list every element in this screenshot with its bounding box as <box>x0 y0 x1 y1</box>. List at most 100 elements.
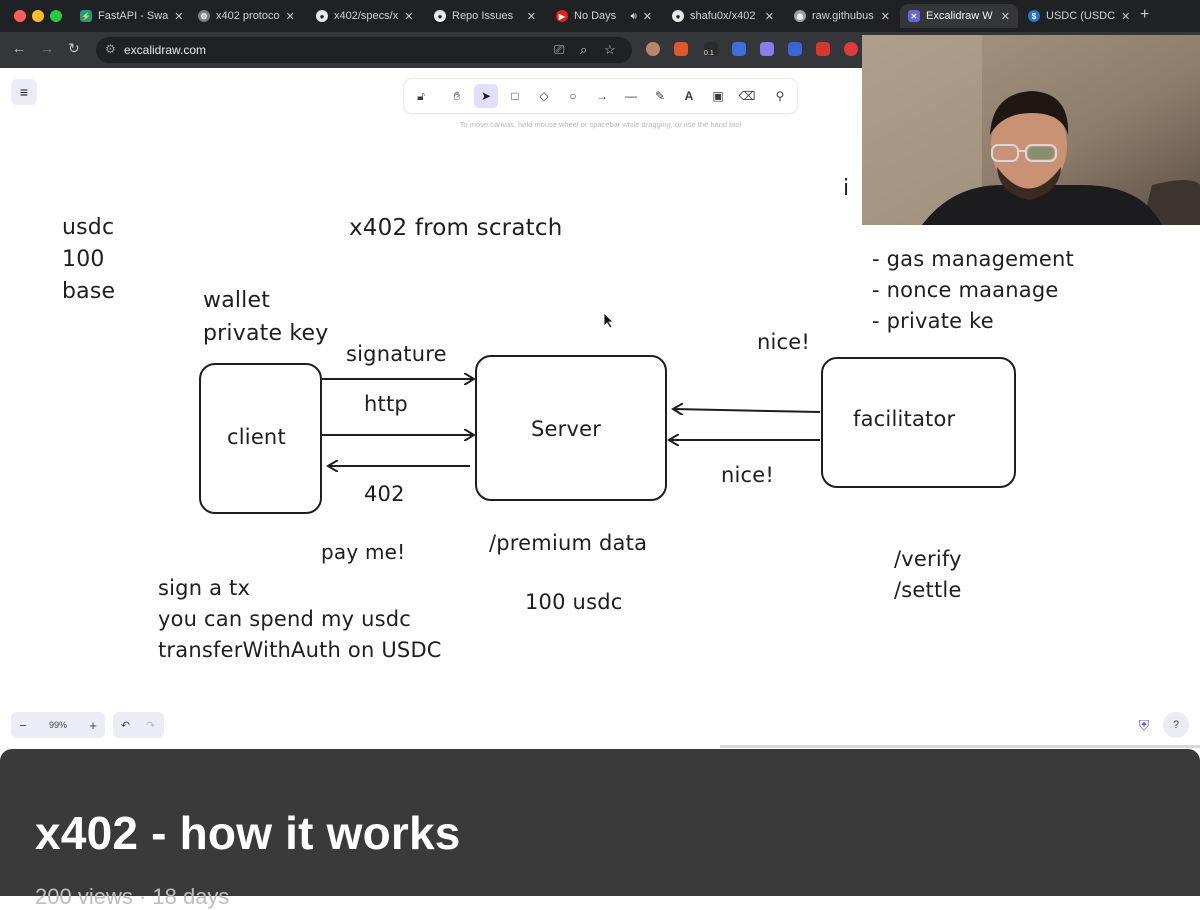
hand-tool-icon[interactable]: ✋︎ <box>453 88 461 103</box>
forward-arrow-icon[interactable]: → <box>40 40 54 56</box>
zoom-out-button[interactable]: − <box>19 717 27 733</box>
nice-top-label: nice! <box>757 330 811 354</box>
undo-icon[interactable]: ↶ <box>120 719 131 732</box>
webcam-overlay <box>862 35 1200 225</box>
canvas-title: x402 from scratch <box>349 215 563 241</box>
line-tool-icon[interactable]: — <box>625 89 637 103</box>
browser-tab-3[interactable]: ● Repo Issues ✕ <box>426 4 544 28</box>
rectangle-tool-icon[interactable]: □ <box>511 89 519 103</box>
youtube-icon: ▶ <box>556 10 568 22</box>
facilitator-top-arrow <box>673 409 821 412</box>
tab-close-icon[interactable]: ✕ <box>1121 10 1131 23</box>
back-arrow-icon[interactable]: ← <box>12 40 26 56</box>
presenter-video-image <box>862 35 1200 225</box>
zoom-in-button[interactable]: + <box>89 717 97 733</box>
help-icon[interactable]: ? <box>1163 712 1189 738</box>
tab-close-icon[interactable]: ✕ <box>1000 10 1010 23</box>
hamburger-menu-icon[interactable]: ≡ <box>11 79 37 105</box>
client-box[interactable]: client <box>199 363 322 514</box>
video-meta: 200 views · 18 days <box>35 884 230 909</box>
browser-tab-0[interactable]: ⚡ FastAPI - Swa ✕ <box>80 10 184 23</box>
http-label: http <box>364 392 408 416</box>
extension-fox-icon[interactable] <box>674 42 688 56</box>
extension-ghost-icon[interactable] <box>760 42 774 56</box>
tab-close-icon[interactable]: ✕ <box>404 10 414 23</box>
facilitator-box[interactable]: facilitator <box>821 357 1016 488</box>
ellipse-tool-icon[interactable]: ○ <box>569 89 577 103</box>
browser-tab-4[interactable]: ▶ No Days 🔊︎ ✕ <box>548 4 660 28</box>
usdc-amount-label: 100 usdc <box>525 590 623 614</box>
video-info-panel <box>0 749 1200 896</box>
bookmark-star-icon[interactable]: ☆ <box>604 42 616 57</box>
tab-close-icon[interactable]: ✕ <box>174 10 184 23</box>
usdc-note: usdc 100 base <box>62 215 116 304</box>
browser-tab-8[interactable]: $ USDC (USDC ✕ <box>1020 4 1132 28</box>
sign-tx-notes: sign a tx you can spend my usdc transfer… <box>158 576 442 662</box>
cast-icon[interactable]: ⎚ <box>554 42 565 57</box>
arrows-layer <box>321 312 821 748</box>
redo-icon[interactable]: ↷ <box>145 719 156 732</box>
minimize-window-button[interactable] <box>32 10 44 22</box>
lock-icon[interactable]: 🔓︎ <box>417 88 425 103</box>
new-tab-button[interactable]: + <box>1140 6 1150 23</box>
extension-hand-icon[interactable] <box>844 42 858 56</box>
browser-tab-5[interactable]: ● shafu0x/x402 ✕ <box>664 4 782 28</box>
github-icon: ● <box>316 10 328 22</box>
server-box[interactable]: Server <box>475 355 667 501</box>
extension-avatar-icon[interactable] <box>646 42 660 56</box>
browser-tab-6[interactable]: ◍ raw.githubus ✕ <box>786 4 898 28</box>
tab-close-icon[interactable]: ✕ <box>764 10 774 23</box>
video-title: x402 - how it works <box>35 807 461 859</box>
globe-icon: ◍ <box>794 10 806 22</box>
maximize-window-button[interactable] <box>50 10 62 22</box>
facilitator-endpoints: /verify /settle <box>894 547 962 602</box>
speaker-icon[interactable]: 🔊︎ <box>630 10 637 22</box>
fastapi-icon: ⚡ <box>80 10 92 22</box>
browser-tab-bar: ⚡ FastAPI - Swa ✕ ⚙ x402 protoco ✕ ● x40… <box>0 0 1200 32</box>
signature-label: signature <box>346 342 447 366</box>
diamond-tool-icon[interactable]: ◇ <box>539 89 549 103</box>
pay-me-label: pay me! <box>321 540 406 564</box>
arrow-tool-icon[interactable]: → <box>596 89 608 103</box>
tab-close-icon[interactable]: ✕ <box>880 10 890 23</box>
history-controls: ↶ ↷ <box>113 712 164 738</box>
partial-heading-text: i <box>843 176 850 201</box>
browser-tab-7[interactable]: ✕ Excalidraw W ✕ <box>900 4 1018 28</box>
wallet-note: wallet private key <box>203 288 329 346</box>
tab-close-icon[interactable]: ✕ <box>285 10 295 23</box>
extension-v-icon[interactable] <box>732 42 746 56</box>
selection-tool-icon[interactable]: ➤ <box>474 84 498 108</box>
github-icon: ● <box>434 10 446 22</box>
client-label: client <box>227 425 286 449</box>
browser-tab-1[interactable]: ⚙ x402 protoco ✕ <box>190 4 302 28</box>
usdc-icon: $ <box>1028 10 1040 22</box>
pencil-tool-icon[interactable]: ✎ <box>654 89 666 103</box>
gear-icon: ⚙ <box>198 10 210 22</box>
encryption-shield-icon[interactable]: ⛨ <box>1138 716 1150 733</box>
tool-palette: 🔓︎ ✋︎ ➤ □ ◇ ○ → — ✎ A ▣ ⌫ ⚲ <box>404 79 797 113</box>
url-text[interactable]: excalidraw.com <box>124 43 207 57</box>
facilitator-label: facilitator <box>853 407 956 431</box>
video-progress-track[interactable] <box>720 745 1200 748</box>
extension-shield-icon[interactable] <box>788 42 802 56</box>
tab-close-icon[interactable]: ✕ <box>642 10 652 23</box>
address-bar[interactable]: ⚙ excalidraw.com ⎚ ⌕ ☆ <box>96 37 632 63</box>
extension-badge-icon[interactable]: 0.1 <box>704 42 718 57</box>
text-tool-icon[interactable]: A <box>684 89 694 103</box>
close-window-button[interactable] <box>14 10 26 22</box>
canvas-hint: To move canvas, hold mouse wheel or spac… <box>459 120 742 129</box>
extension-red-icon[interactable] <box>816 42 830 56</box>
zoom-icon[interactable]: ⌕ <box>580 42 588 57</box>
reload-icon[interactable]: ↻ <box>68 40 80 56</box>
tab-close-icon[interactable]: ✕ <box>526 10 536 23</box>
status-402-label: 402 <box>364 482 405 506</box>
zoom-level[interactable]: 99% <box>48 720 67 730</box>
browser-tab-2[interactable]: ● x402/specs/x ✕ <box>308 4 420 28</box>
excalidraw-icon: ✕ <box>908 10 920 22</box>
more-tools-icon[interactable]: ⚲ <box>775 89 785 103</box>
image-tool-icon[interactable]: ▣ <box>712 89 724 103</box>
site-info-icon[interactable]: ⚙ <box>105 42 116 56</box>
mouse-cursor <box>603 312 614 329</box>
premium-data-label: /premium data <box>489 531 648 555</box>
eraser-tool-icon[interactable]: ⌫ <box>738 89 756 103</box>
